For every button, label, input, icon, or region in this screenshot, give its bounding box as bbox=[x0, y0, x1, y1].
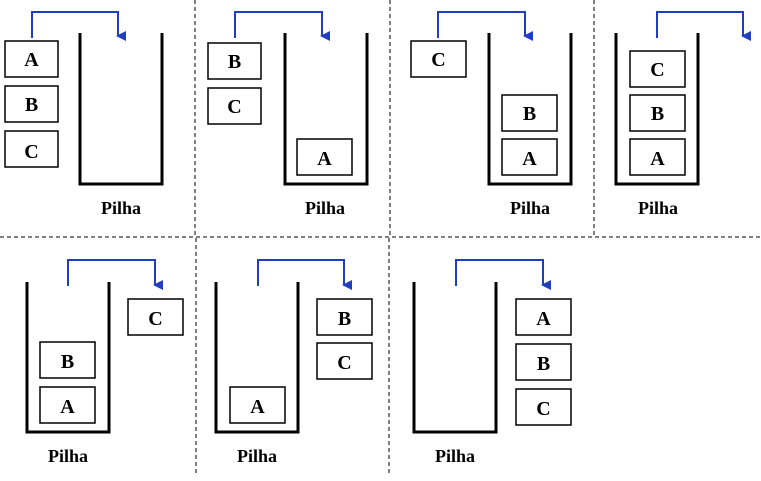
stack-container bbox=[487, 33, 573, 186]
stack-container bbox=[614, 33, 700, 186]
stack-container bbox=[78, 33, 164, 186]
item-box bbox=[39, 341, 96, 379]
stack-label: Pilha bbox=[510, 198, 550, 218]
stack-container bbox=[412, 282, 498, 434]
item-label: C bbox=[24, 141, 38, 163]
stack-item: B bbox=[629, 94, 686, 132]
stack-label: Pilha bbox=[305, 198, 345, 218]
stack-item: A bbox=[229, 386, 286, 424]
item-box bbox=[207, 42, 262, 80]
item-label: B bbox=[537, 353, 550, 375]
pop-arrow bbox=[455, 259, 551, 290]
panel-step-5: C A B Pilha bbox=[25, 259, 184, 466]
outside-item: B bbox=[4, 85, 59, 123]
panel-step-6: B C A Pilha bbox=[214, 259, 373, 466]
stack-container bbox=[25, 282, 111, 434]
item-label: C bbox=[536, 398, 550, 420]
item-label: C bbox=[337, 352, 351, 374]
outside-item: B bbox=[515, 343, 572, 381]
item-label: C bbox=[431, 49, 445, 71]
panel-step-7: A B C Pilha bbox=[412, 259, 572, 466]
stack-item: A bbox=[39, 386, 96, 424]
outside-item: A bbox=[4, 40, 59, 78]
item-label: A bbox=[650, 148, 665, 170]
outside-item: C bbox=[316, 342, 373, 380]
stack-item: A bbox=[629, 138, 686, 176]
outside-item: B bbox=[316, 298, 373, 336]
item-box bbox=[501, 138, 558, 176]
item-box bbox=[296, 138, 353, 176]
panel-step-4: A B C Pilha bbox=[614, 11, 751, 218]
item-box bbox=[229, 386, 286, 424]
item-label: B bbox=[25, 94, 38, 116]
item-label: B bbox=[523, 103, 536, 125]
item-label: B bbox=[61, 351, 74, 373]
stack-item: B bbox=[501, 94, 558, 132]
item-label: A bbox=[250, 396, 265, 418]
pop-arrow bbox=[257, 259, 352, 290]
item-label: A bbox=[536, 308, 551, 330]
item-box bbox=[629, 50, 686, 88]
outside-item: B bbox=[207, 42, 262, 80]
pop-arrow bbox=[67, 259, 163, 290]
item-box bbox=[207, 87, 262, 125]
panel-step-3: C A B Pilha bbox=[410, 11, 573, 218]
stack-label: Pilha bbox=[101, 198, 141, 218]
panel-step-2: B C A Pilha bbox=[207, 11, 369, 218]
outside-item: A bbox=[515, 298, 572, 336]
item-box bbox=[410, 40, 467, 78]
outside-item: C bbox=[410, 40, 467, 78]
item-box bbox=[515, 388, 572, 426]
stack-item: A bbox=[296, 138, 353, 176]
item-box bbox=[629, 94, 686, 132]
stack-container bbox=[214, 282, 300, 434]
item-label: C bbox=[227, 96, 241, 118]
item-box bbox=[316, 298, 373, 336]
panel-step-1: A B C Pilha bbox=[4, 11, 164, 218]
item-label: A bbox=[317, 148, 332, 170]
item-box bbox=[4, 40, 59, 78]
item-label: A bbox=[24, 49, 39, 71]
stack-label: Pilha bbox=[237, 446, 277, 466]
stack-label: Pilha bbox=[638, 198, 678, 218]
push-arrow bbox=[437, 11, 533, 41]
stack-item: A bbox=[501, 138, 558, 176]
push-arrow bbox=[656, 11, 751, 41]
outside-item: C bbox=[515, 388, 572, 426]
item-label: B bbox=[651, 103, 664, 125]
item-box bbox=[515, 343, 572, 381]
outside-item: C bbox=[4, 130, 59, 168]
item-box bbox=[515, 298, 572, 336]
stack-label: Pilha bbox=[48, 446, 88, 466]
item-box bbox=[316, 342, 373, 380]
stack-container bbox=[283, 33, 369, 186]
push-arrow bbox=[234, 11, 330, 41]
item-box bbox=[127, 298, 184, 336]
item-box bbox=[39, 386, 96, 424]
outside-item: C bbox=[127, 298, 184, 336]
stack-item: B bbox=[39, 341, 96, 379]
item-label: A bbox=[60, 396, 75, 418]
item-label: B bbox=[228, 51, 241, 73]
item-box bbox=[501, 94, 558, 132]
item-label: C bbox=[650, 59, 664, 81]
outside-item: C bbox=[207, 87, 262, 125]
stack-item: C bbox=[629, 50, 686, 88]
item-label: B bbox=[338, 308, 351, 330]
item-box bbox=[629, 138, 686, 176]
stack-label: Pilha bbox=[435, 446, 475, 466]
item-box bbox=[4, 85, 59, 123]
item-box bbox=[4, 130, 59, 168]
item-label: C bbox=[148, 308, 162, 330]
push-arrow bbox=[31, 11, 126, 41]
item-label: A bbox=[522, 148, 537, 170]
